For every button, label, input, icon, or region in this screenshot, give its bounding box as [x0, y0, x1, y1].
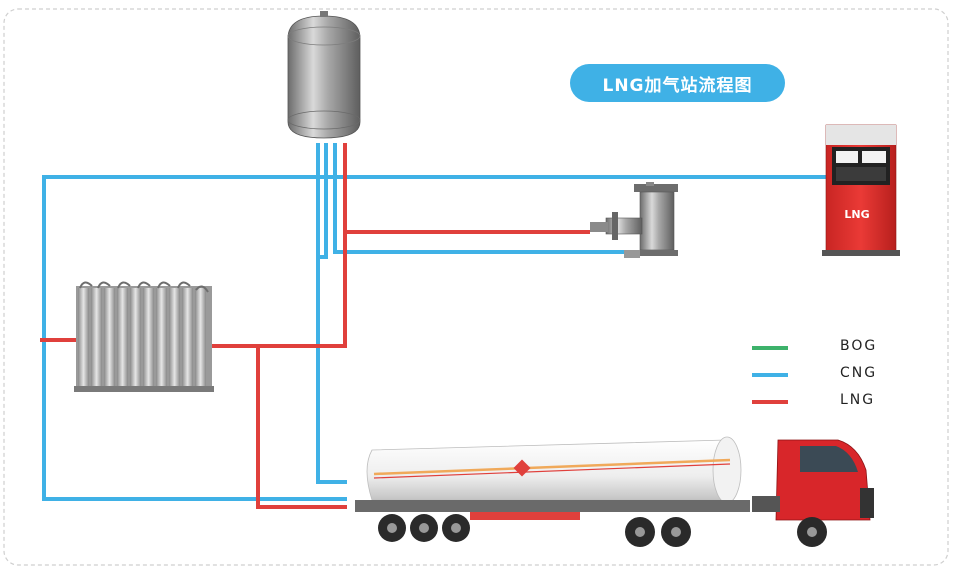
- legend-swatch-bog: [752, 346, 788, 350]
- dispenser-label: LNG: [844, 208, 869, 221]
- legend: BOG CNG LNG: [752, 336, 892, 417]
- lng-pipe-to-truck: [256, 344, 347, 509]
- cng-pipe-tank-to-vaporizer: [316, 143, 328, 259]
- legend-item-lng: LNG: [752, 390, 892, 417]
- submerged-pump-icon: [590, 182, 678, 258]
- legend-label-cng: CNG: [840, 365, 878, 381]
- legend-item-cng: CNG: [752, 363, 892, 390]
- legend-swatch-cng: [752, 373, 788, 377]
- diagram-title: LNG加气站流程图: [570, 64, 785, 102]
- outer-frame: [3, 8, 949, 566]
- lng-dispenser-icon: LNG: [822, 124, 900, 256]
- cng-pipe-tank-to-truck: [316, 143, 347, 484]
- cng-pipes: [42, 143, 827, 501]
- lng-tanker-truck-icon: [355, 436, 874, 547]
- legend-label-bog: BOG: [840, 338, 878, 354]
- vertical-storage-tank-icon: [287, 11, 361, 139]
- legend-item-bog: BOG: [752, 336, 892, 363]
- cng-pipe-main-loop: [42, 175, 827, 501]
- legend-label-lng: LNG: [840, 392, 876, 408]
- lng-pipes: [40, 143, 590, 509]
- ambient-air-vaporizer-icon: [74, 281, 214, 392]
- lng-pipe-tank-to-pump: [343, 143, 590, 234]
- legend-swatch-lng: [752, 400, 788, 404]
- cng-pipe-tank-to-pump: [333, 143, 625, 254]
